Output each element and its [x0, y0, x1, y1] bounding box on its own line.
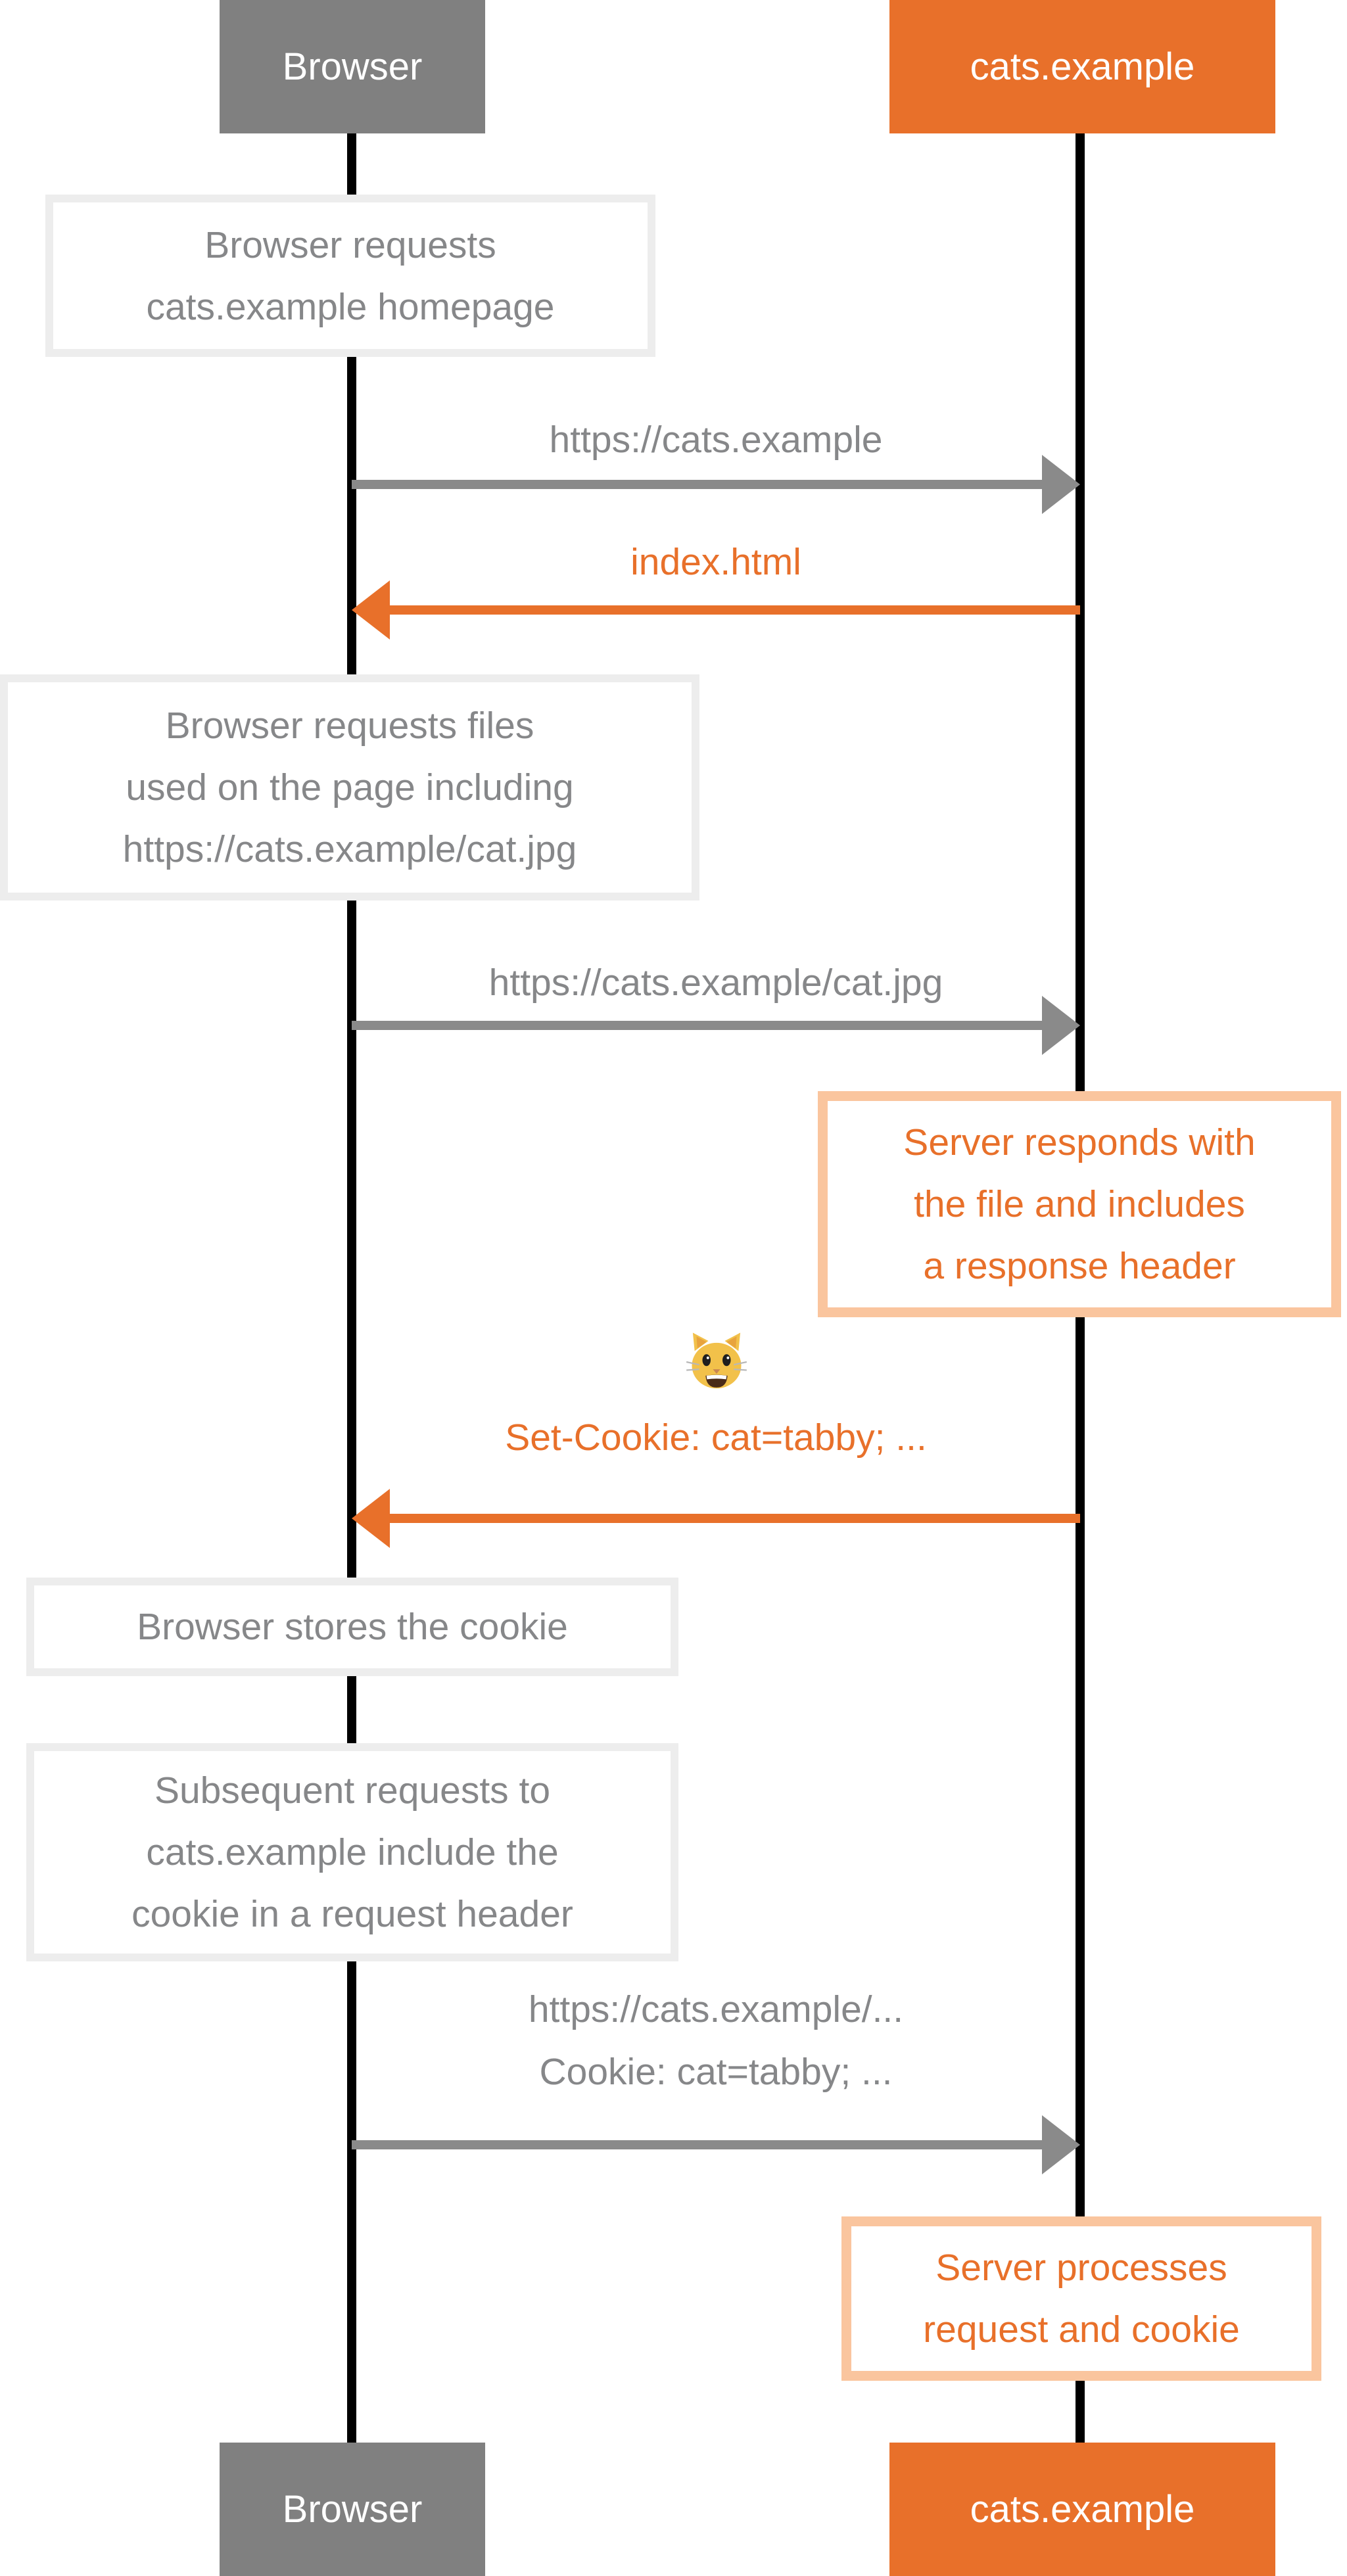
note-line: cats.example include the	[146, 1831, 559, 1873]
actor-label-browser: Browser	[282, 2488, 423, 2531]
message-label-homepage-request: https://cats.example	[549, 419, 883, 461]
note-line: the file and includes	[914, 1183, 1245, 1225]
note-browser-stores-cookie: Browser stores the cookie	[26, 1578, 678, 1676]
arrow-head-left-icon	[352, 1489, 390, 1548]
homepage-request-arrow	[352, 455, 1080, 514]
message-label-set-cookie: Set-Cookie: cat=tabby; ...	[505, 1417, 927, 1459]
cookie-request-arrow	[352, 2115, 1080, 2174]
set-cookie-response-arrow	[352, 1489, 1080, 1548]
note-line: Server responds with	[903, 1121, 1256, 1163]
note-line: Subsequent requests to	[154, 1769, 551, 1812]
arrow-head-left-icon	[352, 580, 390, 640]
message-line: https://cats.example/...	[528, 1988, 904, 2030]
message-line: Cookie: cat=tabby; ...	[539, 2051, 893, 2093]
actor-box-browser-bottom: Browser	[220, 2443, 485, 2576]
note-line: used on the page including	[126, 766, 574, 808]
message-label-cookie-request: https://cats.example/... Cookie: cat=tab…	[352, 1979, 1080, 2103]
actor-box-browser-top: Browser	[220, 0, 485, 133]
note-line: cookie in a request header	[131, 1893, 573, 1935]
actor-label-server: cats.example	[970, 45, 1195, 88]
note-line: cats.example homepage	[146, 285, 555, 328]
index-response-arrow	[352, 580, 1080, 640]
note-line: Browser requests files	[165, 705, 534, 747]
note-line: https://cats.example/cat.jpg	[122, 828, 577, 870]
arrow-shaft	[352, 2140, 1046, 2149]
message-label-index-response: index.html	[630, 541, 801, 583]
arrow-head-right-icon	[1042, 455, 1080, 514]
arrow-shaft	[352, 480, 1046, 489]
arrow-shaft	[352, 1021, 1046, 1030]
arrow-shaft	[386, 605, 1080, 615]
note-line: Server processes	[935, 2247, 1227, 2289]
arrow-shaft	[386, 1514, 1080, 1523]
note-line: Browser stores the cookie	[137, 1606, 568, 1648]
browser-lifeline	[347, 0, 356, 2576]
actor-box-server-top: cats.example	[889, 0, 1275, 133]
note-subsequent-requests: Subsequent requests to cats.example incl…	[26, 1743, 678, 1961]
note-browser-requests-files: Browser requests files used on the page …	[0, 674, 699, 901]
actor-label-browser: Browser	[282, 45, 423, 88]
message-label-catjpg-request: https://cats.example/cat.jpg	[488, 962, 943, 1004]
arrow-head-right-icon	[1042, 996, 1080, 1055]
actor-label-server: cats.example	[970, 2488, 1195, 2531]
note-server-processes: Server processes request and cookie	[841, 2216, 1321, 2381]
note-browser-requests-homepage: Browser requests cats.example homepage	[45, 195, 655, 357]
catjpg-request-arrow	[352, 996, 1080, 1055]
arrow-head-right-icon	[1042, 2115, 1080, 2174]
note-line: Browser requests	[204, 223, 496, 266]
note-server-responds: Server responds with the file and includ…	[818, 1091, 1341, 1317]
note-line: request and cookie	[923, 2308, 1240, 2351]
actor-box-server-bottom: cats.example	[889, 2443, 1275, 2576]
note-line: a response header	[923, 1245, 1236, 1287]
cat-emoji-icon	[686, 1332, 747, 1389]
